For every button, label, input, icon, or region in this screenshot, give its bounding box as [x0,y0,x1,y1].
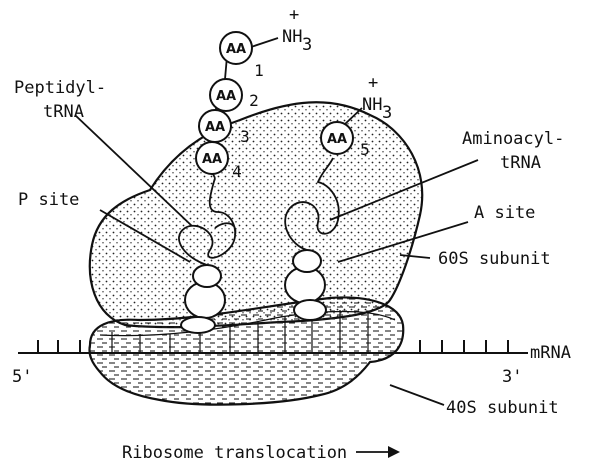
a-site-label: A site [474,203,535,223]
svg-text:+: + [289,5,299,25]
mrna-label: mRNA [530,343,571,363]
svg-text:+: + [368,73,378,93]
svg-text:3: 3 [382,103,392,123]
svg-text:AA: AA [327,132,347,147]
peptidyl-label-line1: Peptidyl- [14,78,106,98]
translocation-arrow-icon [356,446,400,458]
svg-text:5: 5 [360,140,370,159]
svg-text:3: 3 [302,35,312,55]
60s-subunit-label: 60S subunit [438,249,551,269]
aminoacyl-label-line2: tRNA [500,153,541,173]
aminoacyl-label-line1: Aminoacyl- [462,129,564,149]
amine-group-chain: + NH 3 [282,5,312,55]
svg-text:3: 3 [240,127,250,146]
translocation-label: Ribosome translocation [122,443,347,463]
svg-text:AA: AA [202,152,222,167]
svg-text:AA: AA [226,42,246,57]
svg-text:2: 2 [249,91,259,110]
40s-subunit-label: 40S subunit [446,398,559,418]
svg-text:NH: NH [282,27,302,47]
five-prime-label: 5' [12,367,32,387]
svg-text:1: 1 [254,61,264,80]
p-site-label: P site [18,190,79,210]
three-prime-label: 3' [502,367,522,387]
amino-acid-1: AA 1 [220,32,264,80]
peptidyl-label-line2: tRNA [43,102,84,122]
svg-text:AA: AA [216,89,236,104]
60s-subunit-body [90,102,422,327]
amino-acid-2: AA 2 [210,79,259,111]
svg-text:NH: NH [362,95,382,115]
svg-text:4: 4 [232,162,242,181]
svg-text:AA: AA [205,120,225,135]
